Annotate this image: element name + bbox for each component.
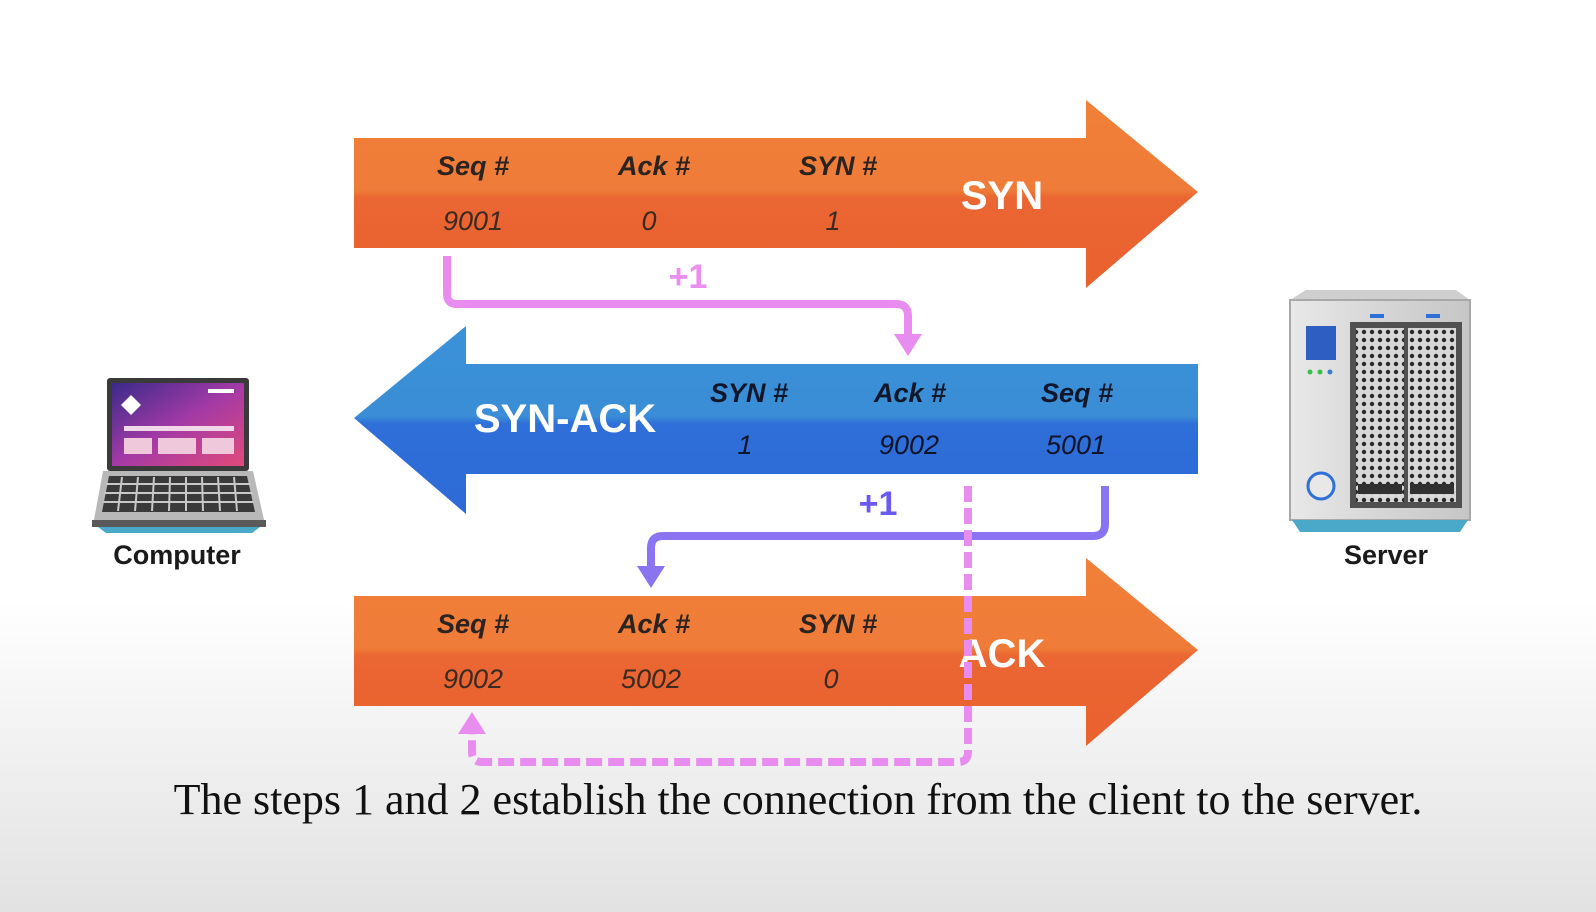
syn-arrow-shape [354, 100, 1198, 288]
synack-arrow: SYN-ACK SYN # Ack # Seq # 1 9002 5001 [354, 326, 1198, 514]
synack-ack-header: Ack # [873, 378, 946, 408]
syn-syn-header: SYN # [799, 151, 877, 181]
syn-seq-header: Seq # [437, 151, 509, 181]
ack-arrow-shape [354, 558, 1198, 746]
ack-seq-value: 9002 [443, 664, 503, 694]
plus-one-top: +1 [669, 258, 708, 296]
server-device: Server [1289, 290, 1471, 570]
synack-ack-value: 9002 [879, 430, 939, 460]
syn-label: SYN [961, 174, 1043, 218]
plus-one-mid: +1 [859, 485, 898, 523]
connector-synack-seq-to-ack-ack: +1 [637, 485, 1109, 588]
ack-syn-value: 0 [823, 664, 838, 694]
synack-syn-value: 1 [737, 430, 752, 460]
ack-seq-header: Seq # [437, 609, 509, 639]
synack-syn-header: SYN # [710, 378, 788, 408]
caption-text: The steps 1 and 2 establish the connecti… [173, 775, 1423, 824]
syn-ack-header: Ack # [617, 151, 690, 181]
laptop-icon [92, 378, 266, 533]
ack-ack-header: Ack # [617, 609, 690, 639]
connector-dashed-ack-to-seq [458, 486, 972, 766]
connector-seq-to-ack: +1 [443, 256, 922, 356]
ack-syn-header: SYN # [799, 609, 877, 639]
ack-label: ACK [959, 632, 1046, 676]
synack-label: SYN-ACK [474, 397, 656, 441]
computer-label: Computer [113, 540, 241, 570]
syn-arrow: Seq # Ack # SYN # 9001 0 1 SYN [354, 100, 1198, 288]
server-icon [1289, 290, 1471, 532]
computer-device: Computer [92, 378, 266, 570]
synack-seq-header: Seq # [1041, 378, 1113, 408]
syn-ack-value: 0 [641, 206, 656, 236]
synack-arrow-shape [354, 326, 1198, 514]
server-label: Server [1344, 540, 1429, 570]
ack-ack-value: 5002 [621, 664, 681, 694]
ack-arrow: Seq # Ack # SYN # 9002 5002 0 ACK [354, 558, 1198, 746]
syn-syn-value: 1 [825, 206, 840, 236]
synack-seq-value: 5001 [1046, 430, 1106, 460]
syn-seq-value: 9001 [443, 206, 503, 236]
